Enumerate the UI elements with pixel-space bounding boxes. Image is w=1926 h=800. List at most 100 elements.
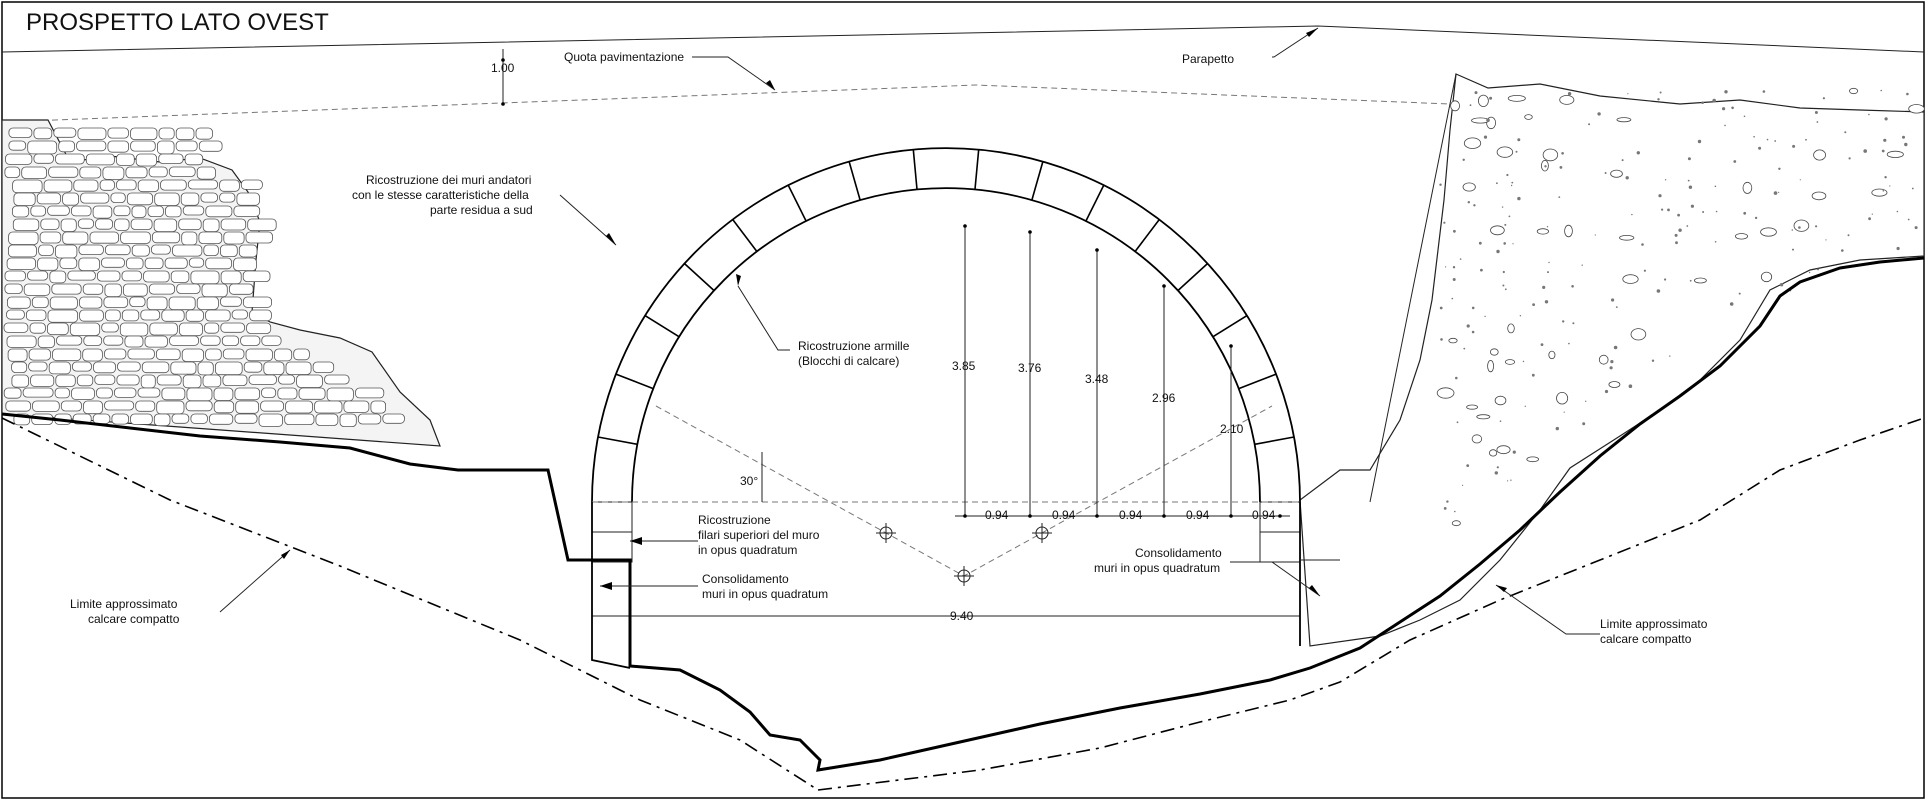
rubble-grain — [1669, 355, 1671, 357]
height-value: 3.85 — [952, 359, 976, 373]
rubble-grain — [1798, 226, 1801, 229]
masonry-stone — [4, 283, 23, 294]
masonry-stone — [221, 335, 240, 347]
rubble-grain — [1544, 165, 1547, 168]
rubble-grain — [1512, 450, 1516, 454]
voussoir-joint — [1238, 373, 1277, 390]
rubble-grain — [1816, 121, 1819, 123]
left-masonry-wall — [1, 119, 441, 447]
masonry-stone — [205, 348, 222, 361]
masonry-stone — [155, 348, 181, 361]
rubble-grain — [1463, 347, 1466, 350]
rubble-grain — [1436, 387, 1455, 399]
rubble-grain — [1661, 208, 1664, 211]
masonry-stone — [103, 335, 124, 346]
masonry-stone — [228, 283, 254, 295]
masonry-stone — [11, 205, 30, 218]
masonry-stone — [104, 400, 135, 411]
rubble-grain — [1733, 160, 1737, 163]
rubble-grain — [1677, 213, 1680, 217]
masonry-stone — [200, 192, 218, 203]
rubble-grain — [1490, 225, 1505, 236]
masonry-stone — [76, 374, 94, 387]
rubble-grain — [1774, 140, 1777, 142]
rubble-grain — [1448, 337, 1458, 344]
rubble-grain — [1628, 384, 1633, 389]
rubble-grain — [1463, 137, 1482, 149]
rubble-grain — [1884, 176, 1887, 179]
rubble-grain — [1469, 104, 1472, 107]
rubble-grain — [1559, 95, 1575, 105]
masonry-stone — [13, 192, 36, 206]
masonry-stone — [48, 361, 71, 375]
rubble-grain — [1478, 241, 1482, 245]
masonry-stone — [37, 257, 59, 271]
masonry-stone — [181, 348, 204, 362]
rubble-grain — [1524, 405, 1527, 407]
masonry-stone — [83, 335, 103, 346]
masonry-stone — [208, 413, 234, 425]
rubble-grain — [1714, 241, 1717, 243]
masonry-stone — [261, 387, 277, 398]
rubble-grain — [1908, 104, 1925, 114]
rubble-grain — [1502, 284, 1505, 287]
masonry-stone — [180, 192, 200, 206]
rubble-grain — [1542, 148, 1559, 162]
masonry-stone — [105, 309, 121, 322]
masonry-stone — [51, 283, 82, 295]
masonry-stone — [156, 140, 175, 155]
masonry-stone — [105, 244, 131, 256]
rubble-grain — [1622, 274, 1639, 284]
masonry-stone — [233, 257, 257, 272]
masonry-stone — [6, 309, 25, 320]
masonry-stone — [314, 400, 343, 414]
rubble-grain — [1659, 91, 1662, 94]
rubble-grain — [1510, 479, 1512, 481]
voussoir-joint — [732, 219, 758, 252]
masonry-stone — [213, 400, 235, 414]
rubble-grain — [1643, 269, 1646, 272]
masonry-stone — [200, 335, 221, 346]
voussoir-joint — [1134, 219, 1160, 252]
masonry-stone — [278, 374, 296, 385]
rubble-grain — [1506, 173, 1509, 177]
masonry-stone — [234, 413, 258, 424]
masonry-stone — [190, 270, 220, 285]
right-rubble-fill — [1299, 73, 1925, 647]
rubble-grain — [1450, 100, 1460, 112]
rubble-grain — [1451, 520, 1461, 527]
rubble-grain — [1446, 500, 1449, 503]
rubble-grain — [1604, 389, 1609, 394]
masonry-stone — [144, 257, 164, 270]
masonry-stone — [196, 166, 216, 180]
rubble-grain — [1459, 258, 1462, 260]
rubble-grain — [1496, 445, 1511, 455]
masonry-stone — [47, 309, 79, 323]
rubble-grain — [1567, 92, 1572, 96]
rubble-grain — [1524, 114, 1533, 120]
masonry-stone — [37, 335, 55, 349]
masonry-stone — [146, 296, 168, 311]
masonry-stone — [263, 361, 285, 376]
height-value: 2.96 — [1152, 391, 1176, 405]
masonry-stone — [135, 153, 157, 167]
height-value: 2.10 — [1220, 422, 1244, 436]
masonry-stone — [296, 374, 323, 388]
masonry-stone — [54, 387, 70, 399]
rubble-grain — [1687, 179, 1690, 182]
rubble-grain — [1743, 211, 1747, 215]
rubble-grain — [1462, 484, 1464, 486]
rubble-grain — [1594, 234, 1596, 236]
rubble-grain — [1667, 208, 1670, 212]
masonry-stone — [181, 231, 198, 246]
rubble-grain — [1882, 190, 1885, 192]
rubble-grain — [1546, 226, 1549, 228]
masonry-stone — [154, 192, 180, 206]
rubble-grain — [1526, 456, 1539, 463]
masonry-stone — [67, 270, 96, 281]
rubble-grain — [1674, 233, 1678, 237]
masonry-stone — [79, 296, 103, 309]
masonry-stone — [49, 270, 67, 284]
masonry-stone — [3, 387, 22, 399]
masonry-stone — [170, 270, 190, 283]
